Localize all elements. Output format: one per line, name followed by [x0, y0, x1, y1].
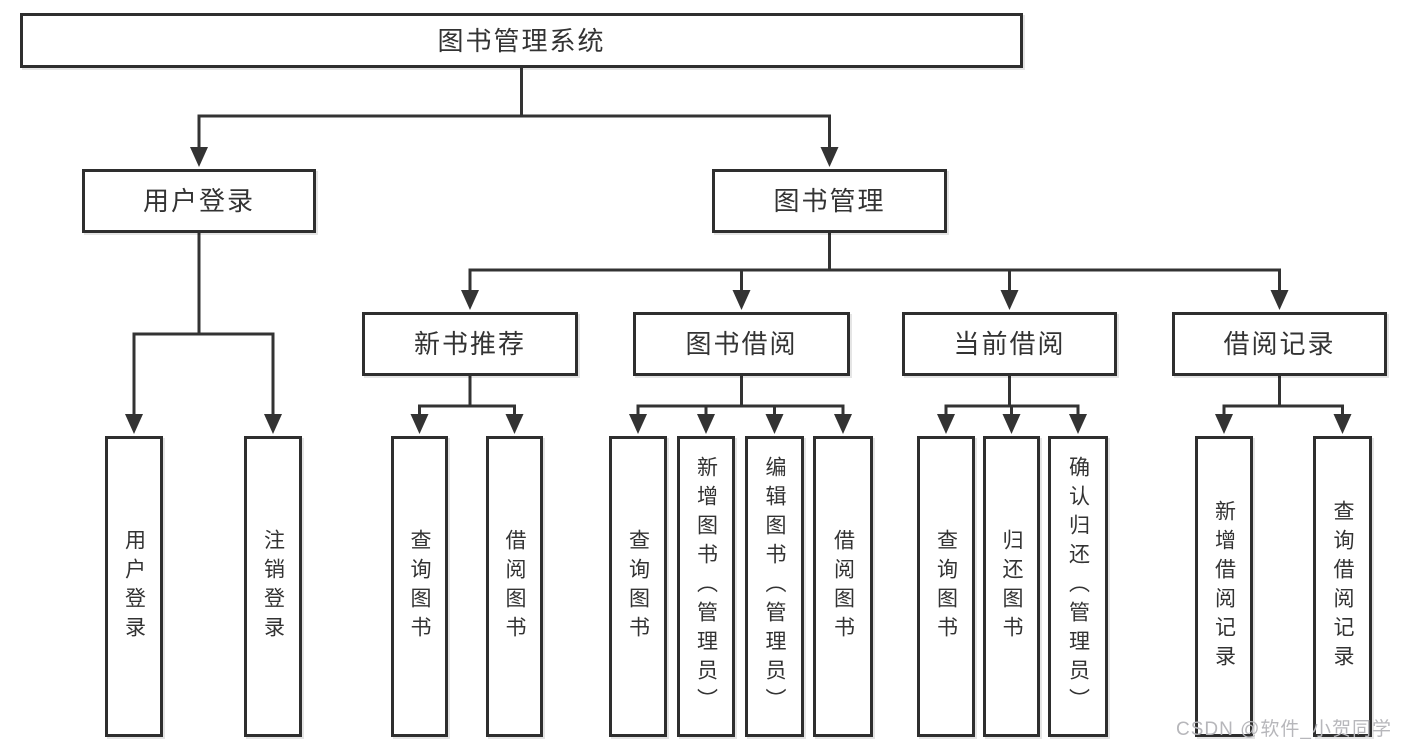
node-book-management-label: 图书管理 — [773, 186, 886, 216]
leaf-query-books-recommend-label: 查询图书 — [408, 528, 431, 645]
leaf-edit-book-admin-label: 编辑图书（管理员） — [763, 456, 786, 717]
leaf-query-books-recommend: 查询图书 — [391, 436, 448, 737]
node-current-borrow-label: 当前借阅 — [953, 329, 1066, 359]
leaf-query-books-current: 查询图书 — [917, 436, 975, 737]
leaf-borrow-books-label: 借阅图书 — [831, 528, 855, 645]
node-book-management: 图书管理 — [712, 169, 947, 233]
leaf-query-borrow-record: 查询借阅记录 — [1313, 436, 1372, 737]
node-new-book-recommend-label: 新书推荐 — [413, 329, 526, 359]
leaf-logout: 注销登录 — [244, 436, 302, 737]
leaf-edit-book-admin: 编辑图书（管理员） — [745, 436, 804, 737]
leaf-confirm-return-admin-label: 确认归还（管理员） — [1066, 456, 1090, 717]
watermark: CSDN @软件_小贺同学 — [1176, 719, 1392, 740]
leaf-add-borrow-record-label: 新增借阅记录 — [1212, 499, 1236, 674]
node-book-borrow-label: 图书借阅 — [685, 329, 798, 359]
node-borrow-records: 借阅记录 — [1172, 312, 1387, 376]
leaf-add-book-admin: 新增图书（管理员） — [677, 436, 735, 737]
node-root: 图书管理系统 — [20, 13, 1023, 68]
leaf-query-borrow-record-label: 查询借阅记录 — [1331, 499, 1354, 674]
leaf-user-login-label: 用户登录 — [122, 528, 146, 645]
leaf-borrow-books-recommend: 借阅图书 — [486, 436, 543, 737]
node-user-login: 用户登录 — [82, 169, 316, 233]
node-user-login-label: 用户登录 — [142, 186, 255, 216]
leaf-logout-label: 注销登录 — [261, 528, 285, 645]
node-borrow-records-label: 借阅记录 — [1223, 329, 1336, 359]
leaf-query-books-borrow: 查询图书 — [609, 436, 667, 737]
node-book-borrow: 图书借阅 — [633, 312, 850, 376]
leaf-user-login: 用户登录 — [105, 436, 163, 737]
node-root-label: 图书管理系统 — [437, 25, 606, 56]
leaf-borrow-books-recommend-label: 借阅图书 — [503, 528, 526, 645]
leaf-return-book: 归还图书 — [983, 436, 1040, 737]
leaf-confirm-return-admin: 确认归还（管理员） — [1048, 436, 1108, 737]
leaf-query-books-borrow-label: 查询图书 — [626, 528, 650, 645]
node-current-borrow: 当前借阅 — [902, 312, 1117, 376]
leaf-query-books-current-label: 查询图书 — [934, 528, 958, 645]
leaf-return-book-label: 归还图书 — [1000, 528, 1023, 645]
leaf-borrow-books: 借阅图书 — [813, 436, 873, 737]
leaf-add-borrow-record: 新增借阅记录 — [1195, 436, 1253, 737]
node-new-book-recommend: 新书推荐 — [362, 312, 578, 376]
leaf-add-book-admin-label: 新增图书（管理员） — [694, 456, 718, 717]
